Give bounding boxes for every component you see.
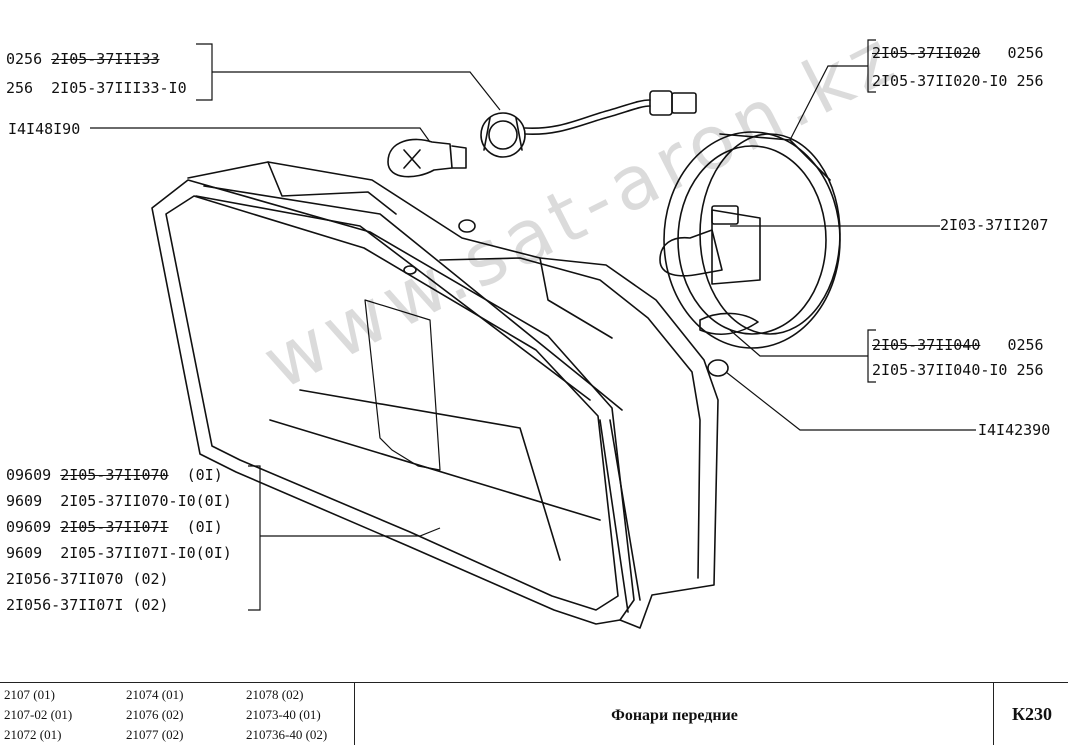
label-small-bulb: I4I48I90 [8, 120, 81, 138]
leader-ring [789, 65, 868, 141]
label-main-bulb: 2I03-37II207 [940, 216, 1049, 234]
main-bulb [659, 205, 761, 285]
parking-lamp-socket [480, 90, 697, 158]
model-cell: 210736-40 (02) [246, 727, 328, 742]
leader-lens [260, 527, 441, 537]
label-lens-5: 2I056-37II070 (02) [6, 570, 169, 588]
model-grid: 2107 (01) 21074 (01) 21078 (02) 2107-02 … [0, 683, 355, 745]
bracket-top-left [196, 43, 213, 101]
label-lens-1: 09609 2I05-37II070 (0I) [6, 466, 223, 484]
model-cell: 21077 (02) [126, 727, 184, 742]
page-title: Фонари передние [356, 683, 994, 745]
page-code: К230 [1011, 703, 1053, 724]
label-socket-code: 0256 2I05-37III33 [6, 50, 160, 68]
adjuster-screw [707, 359, 729, 377]
leader-spring [729, 329, 868, 357]
leader-small-bulb [90, 127, 431, 143]
label-socket-code-10: 256 2I05-37III33-I0 [6, 79, 187, 97]
leader-screw [725, 371, 976, 431]
footer: 2107 (01) 21074 (01) 21078 (02) 2107-02 … [0, 682, 1068, 745]
label-lens-4: 9609 2I05-37II07I-I0(0I) [6, 544, 232, 562]
label-lens-2: 9609 2I05-37II070-I0(0I) [6, 492, 232, 510]
headlamp-housing [187, 161, 719, 629]
label-ring-code-10: 2I05-37II020-I0 256 [872, 72, 1044, 90]
headlamp-lens [151, 179, 635, 625]
label-screw: I4I42390 [978, 421, 1051, 439]
label-ring-code: 2I05-37II020 0256 [872, 44, 1044, 62]
model-cell: 21073-40 (01) [246, 707, 321, 722]
label-spring-code-10: 2I05-37II040-I0 256 [872, 361, 1044, 379]
label-lens-3: 09609 2I05-37II07I (0I) [6, 518, 223, 536]
model-cell: 2107 (01) [4, 687, 55, 702]
bracket-left [248, 465, 261, 611]
label-lens-6: 2I056-37II07I (02) [6, 596, 169, 614]
headlamp-diagram [90, 39, 976, 629]
model-cell: 21074 (01) [126, 687, 184, 702]
model-cell: 2107-02 (01) [4, 707, 73, 722]
label-spring-code: 2I05-37II040 0256 [872, 336, 1044, 354]
model-cell: 21078 (02) [246, 687, 304, 702]
model-cell: 21072 (01) [4, 727, 62, 742]
leader-socket [212, 71, 501, 111]
parking-bulb [387, 138, 467, 178]
retaining-spring [699, 312, 759, 335]
model-cell: 21076 (02) [126, 707, 184, 722]
